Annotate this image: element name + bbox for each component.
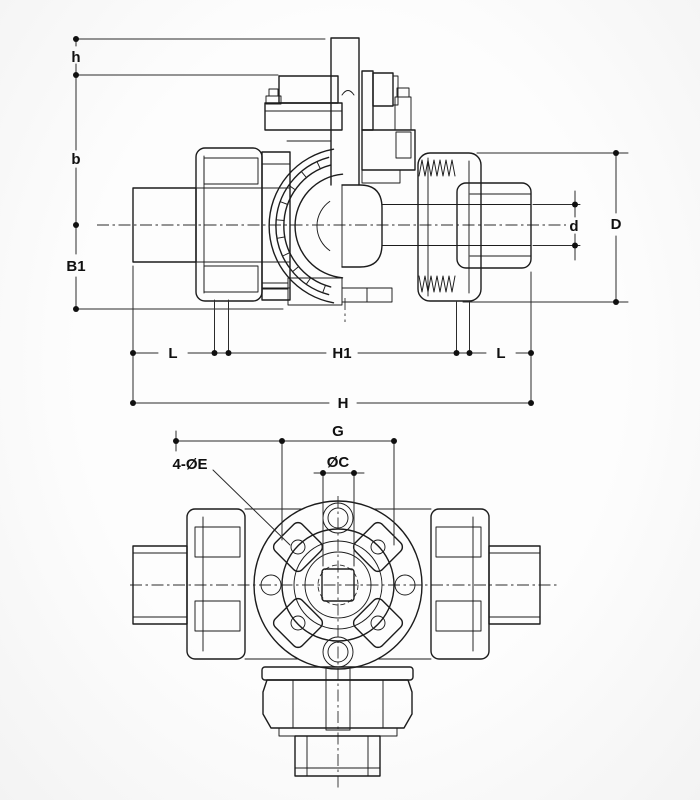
dimension-row-l-h1-l: L H1 L bbox=[130, 265, 534, 404]
dimension-h-overall: H bbox=[130, 395, 534, 412]
bolt-icon bbox=[268, 88, 279, 97]
dim-label-g: G bbox=[332, 423, 344, 440]
dim-label-d-outer: D bbox=[611, 216, 622, 233]
dim-label-h: h bbox=[71, 49, 80, 66]
dim-label-b1: B1 bbox=[66, 258, 85, 275]
dim-label-b: b bbox=[71, 151, 80, 168]
front-flange bbox=[253, 500, 423, 670]
dimension-d-bore: d bbox=[532, 190, 581, 261]
front-right-connection bbox=[373, 508, 541, 660]
side-view: h b B1 L H1 L bbox=[66, 36, 629, 412]
bolt-icon bbox=[395, 131, 412, 159]
thread-profile bbox=[418, 275, 456, 293]
thread-profile bbox=[418, 159, 456, 177]
front-centerlines bbox=[130, 496, 559, 791]
ball bbox=[294, 173, 344, 279]
right-connection bbox=[381, 152, 532, 302]
dim-label-l-right: L bbox=[496, 345, 505, 362]
dimension-h: h bbox=[71, 36, 326, 151]
dim-label-h1: H1 bbox=[332, 345, 351, 362]
bolt-hole-icon bbox=[370, 615, 386, 631]
stem-square bbox=[321, 568, 355, 602]
right-socket bbox=[456, 182, 532, 269]
valve-body bbox=[261, 148, 393, 306]
callout-label-4oe: 4-ØE bbox=[172, 456, 207, 473]
bolt-hole-icon bbox=[370, 539, 386, 555]
dimension-g: G bbox=[173, 423, 397, 546]
left-adapter bbox=[261, 151, 291, 301]
ball-bore bbox=[341, 184, 383, 268]
dim-label-c: ØC bbox=[327, 454, 350, 471]
bolt-icon bbox=[394, 96, 412, 131]
bolt-hole-icon bbox=[290, 615, 306, 631]
front-view: G 4-ØE ØC bbox=[130, 423, 559, 791]
bolt-icon bbox=[396, 87, 410, 98]
front-pads bbox=[272, 521, 404, 649]
left-union-nut-front bbox=[186, 508, 246, 660]
right-union-nut-front bbox=[430, 508, 490, 660]
left-union-nut bbox=[195, 147, 263, 302]
valve-stem bbox=[330, 37, 360, 186]
bolt-holes-callout: 4-ØE bbox=[172, 456, 291, 546]
dimension-b: b bbox=[71, 151, 81, 255]
side-centerline bbox=[97, 224, 566, 322]
front-bottom-port bbox=[261, 666, 414, 777]
dimension-c: ØC bbox=[313, 454, 365, 567]
bolt-hole-icon bbox=[290, 539, 306, 555]
dim-label-d-bore: d bbox=[569, 218, 578, 235]
dimension-b1: B1 bbox=[66, 258, 284, 312]
right-union-nut bbox=[417, 152, 482, 302]
dimension-d-outer: D bbox=[462, 150, 629, 305]
actuator-mount bbox=[264, 70, 416, 184]
dim-label-h-overall: H bbox=[338, 395, 349, 412]
left-connection bbox=[132, 147, 291, 302]
dim-label-l-left: L bbox=[168, 345, 177, 362]
front-left-connection bbox=[132, 508, 303, 660]
